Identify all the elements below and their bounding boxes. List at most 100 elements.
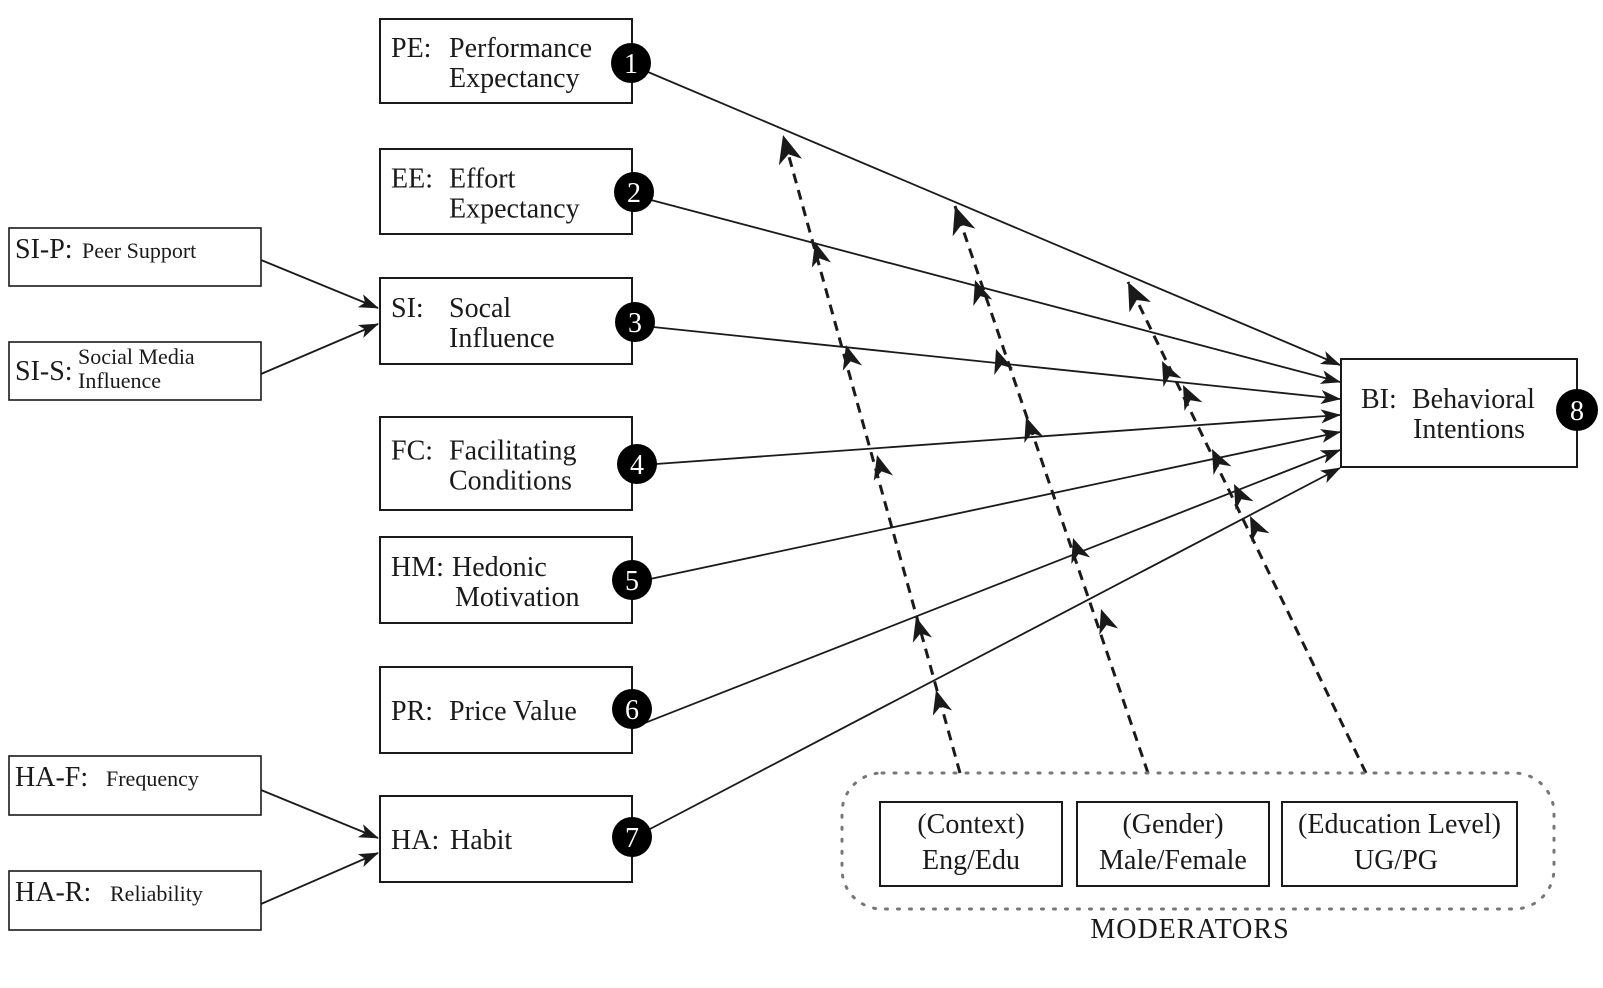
construct-code: PE:: [391, 33, 431, 64]
moderator-arrowhead-context-2: [912, 617, 933, 643]
moderator-arrowhead-education-tip: [1128, 282, 1152, 313]
sub-construct-code: SI-P:: [15, 234, 73, 265]
sub-construct-box: [8, 341, 262, 401]
badge-number: 2: [627, 178, 641, 209]
number-badge-icon: [612, 689, 652, 729]
paths-layer: [260, 71, 1341, 905]
sub-construct-name-line: Reliability: [110, 881, 203, 906]
badge-number: 1: [624, 49, 638, 80]
path-pe-to-bi: [647, 71, 1341, 366]
sub-construct-box: [8, 755, 262, 816]
sub-construct-code: HA-F:: [15, 762, 88, 793]
moderator-values: Male/Female: [1099, 845, 1247, 876]
path-pr-to-bi: [631, 449, 1341, 729]
sub-construct-ha-f: HA-F: Frequency: [8, 755, 262, 816]
moderator-title: (Context): [917, 809, 1024, 840]
sub-construct-name-line: Influence: [78, 368, 161, 393]
construct-name-line: Performance: [449, 33, 592, 64]
path-ee-to-bi: [650, 199, 1341, 384]
number-badge-icon: [612, 817, 652, 857]
moderator-paths-layer: [778, 134, 1368, 774]
moderator-arrowhead-gender-5: [973, 280, 993, 306]
construct-box: [379, 277, 633, 365]
moderator-box: [879, 801, 1063, 887]
moderator-arrowhead-education-1: [1250, 516, 1270, 542]
construct-code: HA:: [391, 825, 439, 856]
outcome-name-line: Intentions: [1413, 414, 1525, 445]
construct-box: [379, 148, 633, 235]
moderators-group: MODERATORS (Context)Eng/Edu(Gender)Male/…: [840, 771, 1556, 945]
moderators-label: MODERATORS: [1090, 914, 1289, 945]
moderator-box: [1076, 801, 1270, 887]
moderator-arrowhead-context-1: [932, 690, 953, 716]
moderator-arrowhead-context-4: [842, 345, 863, 371]
moderator-arrowhead-gender-2: [1071, 538, 1091, 564]
number-badge-icon: [617, 444, 657, 484]
badge-number: 3: [628, 308, 642, 339]
moderator-arrowhead-education-4: [1183, 385, 1203, 411]
moderators-outline: [840, 771, 1556, 911]
path-ha-f-to-ha: [260, 789, 379, 839]
sub-construct-box: [8, 227, 262, 287]
construct-name-line: Hedonic: [452, 552, 547, 583]
moderator-arrowhead-gender-4: [994, 349, 1014, 375]
construct-name-line: Motivation: [455, 582, 579, 613]
path-ha-r-to-ha: [260, 852, 379, 905]
moderator-arrowhead-education-5: [1162, 361, 1182, 387]
construct-name-line: Habit: [450, 825, 512, 856]
moderator-values: UG/PG: [1354, 845, 1438, 876]
sub-construct-name-line: Peer Support: [82, 238, 196, 263]
moderator-path-education: [1126, 281, 1368, 774]
badge-number: 6: [625, 695, 639, 726]
moderator-arrowhead-context-tip: [778, 135, 803, 166]
construct-name-line: Influence: [449, 323, 555, 354]
construct-code: SI:: [391, 293, 424, 324]
construct-name-line: Socal: [449, 293, 511, 324]
construct-code: EE:: [391, 164, 433, 195]
moderator-arrowhead-gender-3: [1024, 417, 1044, 443]
sub-construct-code: HA-R:: [15, 877, 91, 908]
moderator-path-context: [781, 134, 962, 774]
construct-box: [379, 18, 633, 104]
moderator-title: (Gender): [1122, 809, 1223, 840]
sub-construct-code: SI-S:: [15, 356, 73, 387]
sub-construct-box: [8, 870, 262, 931]
badge-number: 5: [625, 566, 639, 597]
path-hm-to-bi: [649, 429, 1341, 580]
sub-construct-name-line: Social Media: [78, 344, 195, 369]
path-si-s-to-si: [260, 323, 379, 375]
moderator-arrowhead-context-5: [811, 242, 832, 268]
badge-number: 8: [1570, 396, 1584, 427]
construct-box: [379, 536, 633, 624]
construct-code: FC:: [391, 436, 433, 467]
construct-name-line: Conditions: [449, 466, 572, 497]
moderator-arrowhead-gender-tip: [952, 206, 976, 237]
construct-box: [379, 666, 633, 754]
badge-number: 4: [630, 450, 644, 481]
moderator-title: (Education Level): [1298, 809, 1501, 840]
moderator-arrowhead-education-3: [1212, 449, 1232, 475]
sub-construct-name-line: Frequency: [106, 766, 199, 791]
outcome-code: BI:: [1361, 384, 1397, 415]
moderator-arrowhead-education-2: [1234, 484, 1254, 510]
path-ha-to-bi: [649, 467, 1341, 830]
moderator-gender: (Gender) Male/Female: [1076, 801, 1270, 887]
construct-name-line: Effort: [449, 164, 516, 195]
construct-name-line: Expectancy: [449, 194, 580, 225]
number-badge-icon: [1556, 389, 1598, 431]
sub-construct-si-p: SI-P: Peer Support: [8, 227, 262, 287]
moderator-path-gender: [953, 205, 1150, 774]
construct-name-line: Facilitating: [449, 436, 577, 467]
path-si-p-to-si: [260, 259, 379, 309]
